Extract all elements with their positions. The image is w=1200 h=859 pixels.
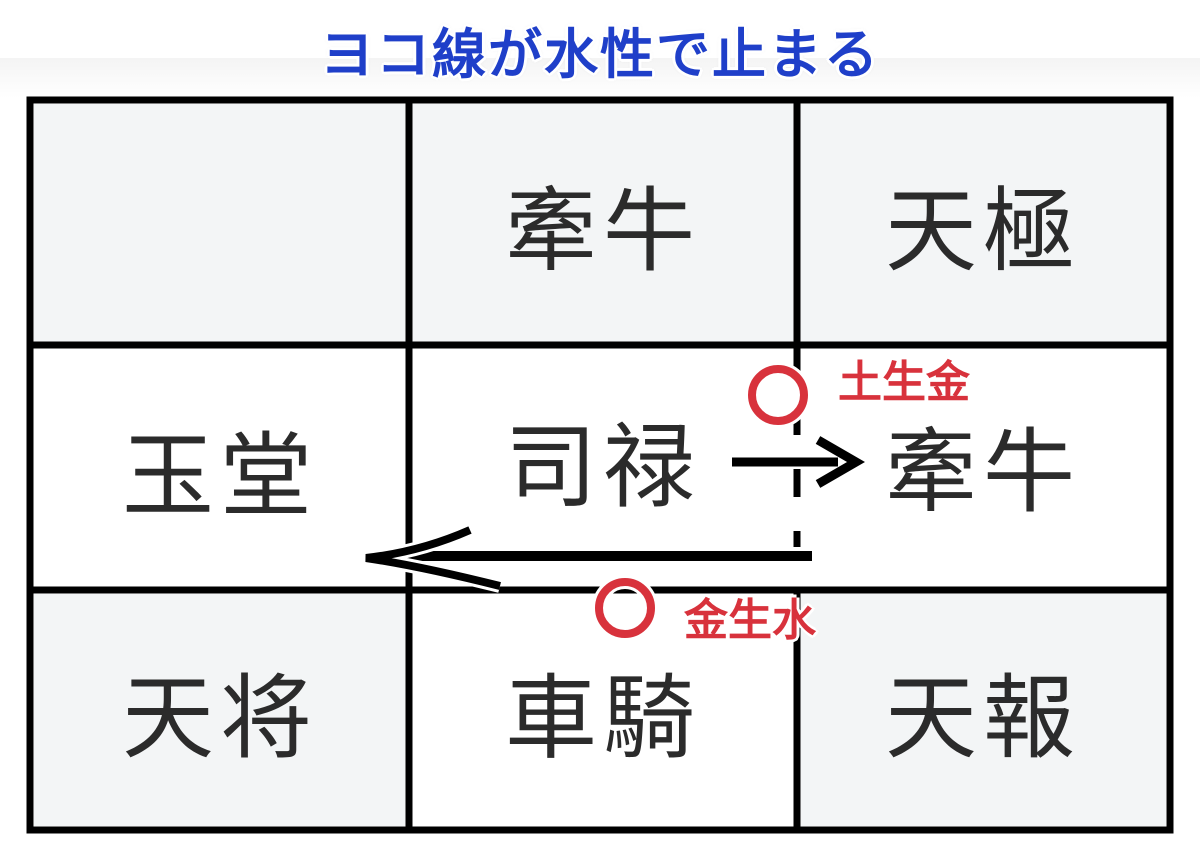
cell-2-2: 天報 — [884, 664, 1081, 772]
page-title: ヨコ線が水性で止まる — [320, 23, 880, 86]
cell-1-0: 玉堂 — [121, 422, 318, 530]
cell-1-1: 司禄 — [504, 413, 701, 521]
cell-shade-0-0 — [34, 104, 406, 342]
lower-annotation-label: 金生水 — [684, 595, 816, 646]
cell-shade-2-0 — [34, 594, 406, 826]
cell-shade-0-2 — [800, 104, 1166, 342]
cell-shade-0-1 — [412, 104, 794, 342]
right-arrow-icon — [732, 436, 865, 488]
title-band — [0, 58, 1200, 98]
cell-0-2: 天極 — [884, 177, 1081, 285]
upper-annotation-label: 土生金 — [838, 357, 970, 408]
cell-2-1: 車騎 — [504, 664, 701, 772]
left-arrow-icon — [364, 523, 816, 593]
cell-shade-2-2 — [800, 594, 1166, 826]
cell-2-0: 天将 — [121, 664, 318, 772]
cell-1-2: 牽牛 — [884, 418, 1081, 526]
cell-0-1: 牽牛 — [504, 177, 701, 285]
